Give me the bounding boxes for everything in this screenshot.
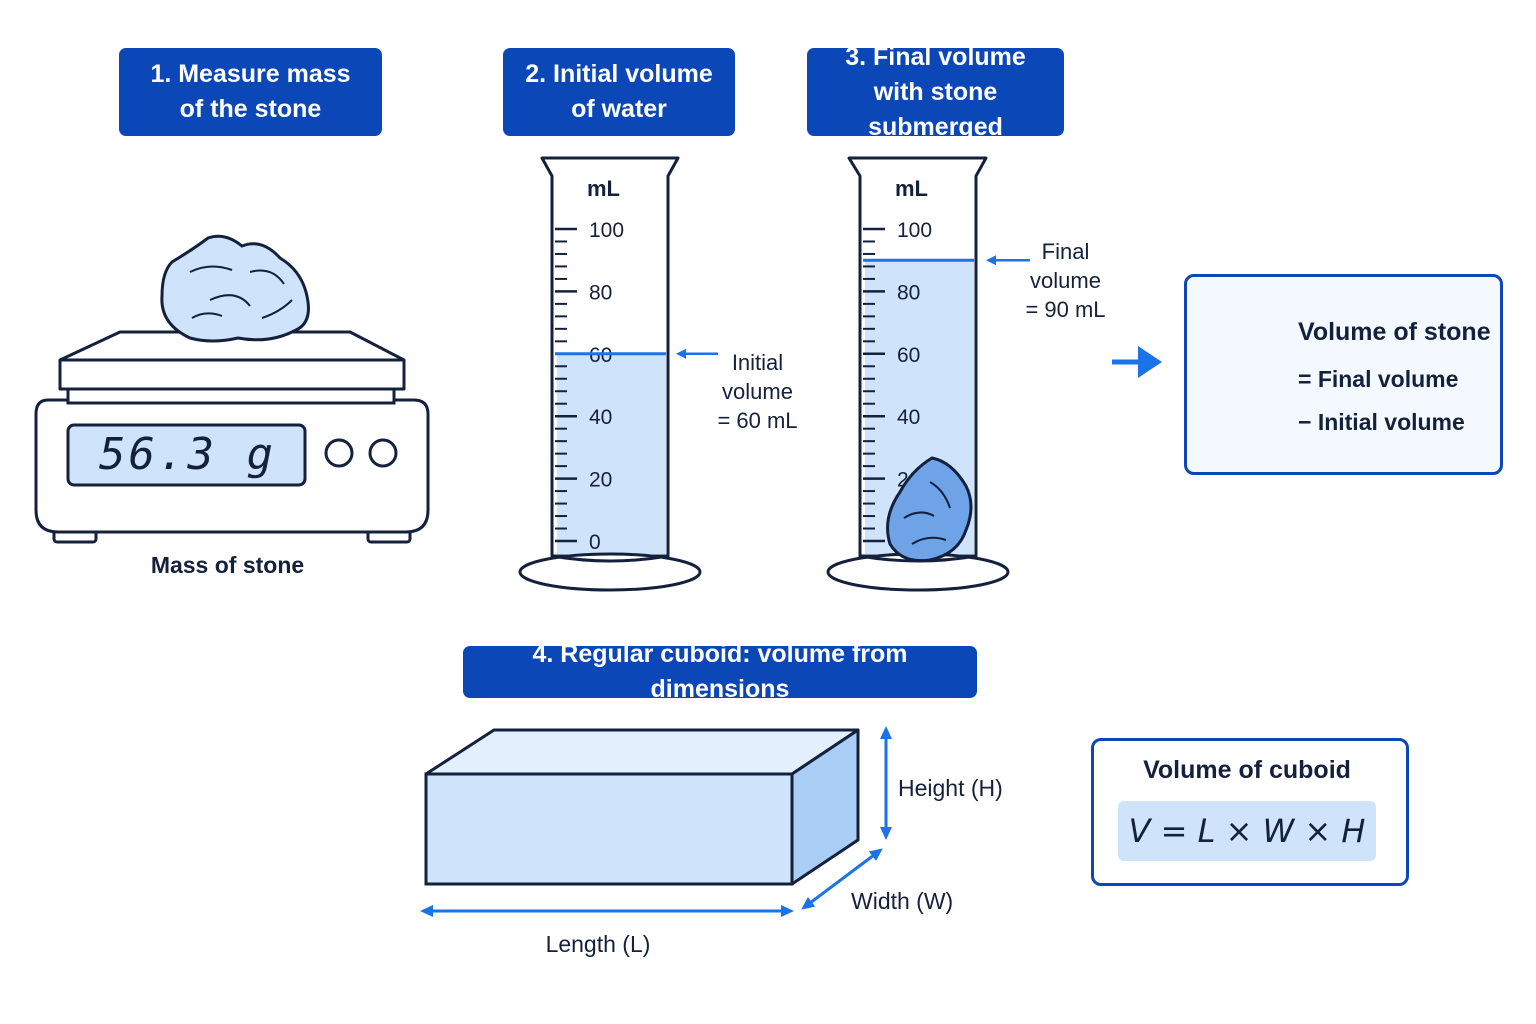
final-label-line3: = 90 mL [1025, 297, 1106, 322]
step-3-line1: 3. Final volume [845, 42, 1026, 71]
step-1-line1: 1. Measure mass [150, 60, 351, 88]
unit-label-initial: mL [587, 176, 620, 201]
stone-volume-line2: − Initial volume [1298, 409, 1465, 435]
step-3-header: 3. Final volume with stone submerged [807, 43, 1064, 141]
final-volume-label: Final volume = 90 mL [1013, 237, 1118, 324]
tick-label-initial: 80 [589, 281, 612, 304]
length-label: Length (L) [545, 931, 651, 957]
initial-label-line2: volume [722, 379, 793, 404]
stone-volume-title: Volume of stone [1298, 318, 1491, 346]
stone-volume-box [1184, 274, 1503, 475]
width-label: Width (W) [851, 888, 954, 914]
initial-label-line3: = 60 mL [717, 408, 798, 433]
tick-label-final: 60 [897, 344, 920, 367]
graduated-cylinder-initial: 100806040200mL [518, 156, 718, 592]
graduated-cylinder-final: 100806040200mL [826, 156, 1030, 592]
tick-label-final: 80 [897, 281, 920, 304]
step-2-header: 2. Initial volume of water [503, 48, 735, 136]
step-4-text: 4. Regular cuboid: volume from dimension… [532, 640, 908, 703]
step-4-header: 4. Regular cuboid: volume from dimension… [463, 640, 977, 703]
tick-label-initial: 40 [589, 406, 612, 429]
stone-volume-line1: = Final volume [1298, 366, 1459, 392]
scale-display-reading: 56.3 g [99, 429, 276, 480]
submerged-stone-icon [886, 456, 973, 563]
formula-background [1118, 801, 1376, 861]
tick-label-initial: 100 [589, 219, 624, 242]
unit-label-final: mL [895, 176, 928, 201]
step-3-line2: with stone submerged [868, 77, 1003, 141]
cuboid-icon [424, 728, 860, 886]
scale-icon [34, 330, 430, 544]
mass-caption: Mass of stone [150, 552, 305, 578]
final-label-line2: volume [1030, 268, 1101, 293]
step-2-line1: 2. Initial volume [525, 60, 713, 88]
height-label: Height (H) [898, 775, 1003, 801]
stone-icon [160, 234, 310, 343]
tick-label-final: 100 [897, 219, 932, 242]
width-arrow [801, 848, 883, 910]
step-1-header: 1. Measure mass of the stone [119, 48, 382, 136]
initial-label-line1: Initial [731, 350, 784, 375]
initial-volume-label: Initial volume = 60 mL [705, 348, 810, 435]
step-1-line2: of the stone [179, 95, 322, 123]
step-2-line2: of water [571, 95, 667, 123]
tick-label-initial: 0 [589, 531, 601, 554]
tick-label-initial: 20 [589, 469, 612, 492]
right-arrow-icon [1112, 346, 1162, 378]
cuboid-formula: V = L × W × H [1128, 812, 1366, 850]
cuboid-volume-title: Volume of cuboid [1143, 756, 1351, 784]
final-label-line1: Final [1041, 239, 1090, 264]
tick-label-final: 40 [897, 406, 920, 429]
